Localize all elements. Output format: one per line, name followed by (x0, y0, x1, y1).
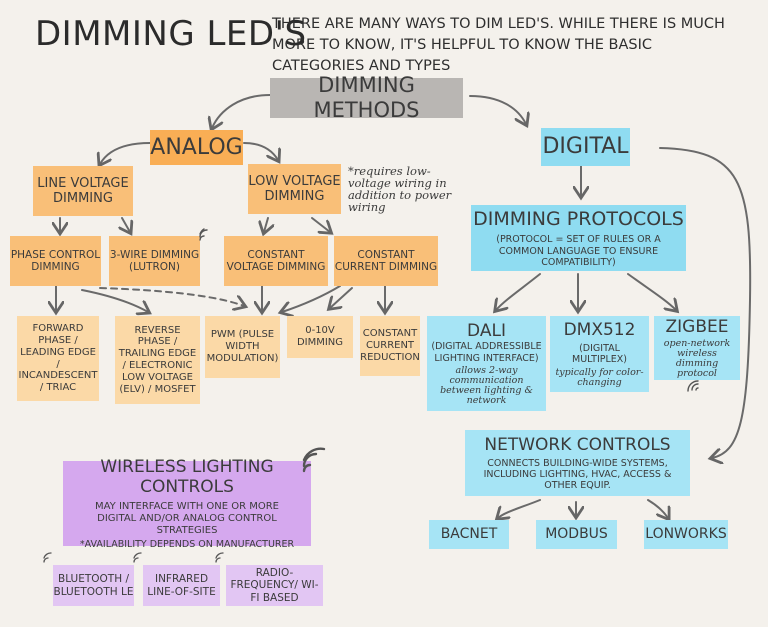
network-controls-subtitle: CONNECTS BUILDING-WIDE SYSTEMS, INCLUDIN… (483, 457, 672, 492)
dimming-protocols-subtitle: (PROTOCOL = SET OF RULES OR A COMMON LAN… (496, 234, 661, 268)
wireless-signal-icon (43, 552, 52, 563)
analog-label: ANALOG (150, 134, 243, 160)
constant-current-label: CONSTANT CURRENT DIMMING (334, 248, 438, 273)
page-title: DIMMING LED'S (35, 14, 307, 54)
digital-box: DIGITAL (541, 128, 630, 166)
zero-ten-label: 0-10V DIMMING (296, 325, 344, 348)
arrow-analog-line (100, 142, 151, 164)
phase-control-box: PHASE CONTROL DIMMING (10, 236, 101, 286)
forward-phase-label: FORWARD PHASE / LEADING EDGE / INCANDESC… (18, 323, 98, 394)
wireless-signal-icon (199, 228, 208, 241)
ccr-box: CONSTANT CURRENT REDUCTION (360, 316, 420, 376)
dali-note: allows 2-way communication between light… (440, 364, 533, 406)
dimming-methods-label: DIMMING METHODS (313, 73, 420, 122)
zigbee-title: ZIGBEE (665, 317, 729, 338)
infrared-box: INFRARED LINE-OF-SITE (143, 565, 220, 606)
bacnet-label: BACNET (440, 526, 498, 543)
wireless-title: WIRELESS LIGHTING CONTROLS (100, 457, 274, 498)
reverse-phase-box: REVERSE PHASE / TRAILING EDGE / ELECTRON… (115, 316, 200, 404)
arrow-cc-010 (330, 287, 353, 308)
three-wire-label: 3-WIRE DIMMING (LUTRON) (109, 248, 200, 273)
line-voltage-label: LINE VOLTAGE DIMMING (37, 175, 129, 206)
arrow-methods-analog (212, 94, 271, 128)
constant-current-box: CONSTANT CURRENT DIMMING (334, 236, 438, 286)
radio-frequency-label: RADIO-FREQUENCY/ WI-FI BASED (230, 566, 319, 604)
dali-box: DALI (DIGITAL ADDRESSIBLE LIGHTING INTER… (427, 316, 546, 411)
network-controls-box: NETWORK CONTROLS CONNECTS BUILDING-WIDE … (465, 430, 690, 496)
bluetooth-label: BLUETOOTH / BLUETOOTH LE (53, 573, 134, 598)
lonworks-label: LONWORKS (645, 526, 727, 543)
arrow-digital-network (659, 147, 752, 458)
arrow-line-3wire (122, 217, 130, 232)
zigbee-box: ZIGBEE open-network wireless dimming pro… (654, 316, 740, 380)
arrow-analog-low (243, 142, 278, 160)
ccr-label: CONSTANT CURRENT REDUCTION (360, 328, 420, 363)
constant-voltage-box: CONSTANT VOLTAGE DIMMING (224, 236, 328, 286)
arrow-protocols-dali (496, 273, 541, 310)
arrow-cc-pwm (282, 285, 341, 312)
three-wire-box: 3-WIRE DIMMING (LUTRON) (109, 236, 200, 286)
wireless-subtitle: MAY INTERFACE WITH ONE OR MORE DIGITAL A… (94, 501, 280, 536)
arrow-network-lonworks (647, 499, 668, 518)
dmx512-title: DMX512 (563, 319, 636, 340)
low-voltage-note: *requires low-voltage wiring in addition… (348, 164, 452, 215)
bluetooth-box: BLUETOOTH / BLUETOOTH LE (53, 565, 134, 606)
network-controls-title: NETWORK CONTROLS (484, 434, 671, 455)
modbus-box: MODBUS (536, 520, 617, 549)
zero-ten-box: 0-10V DIMMING (287, 316, 353, 358)
dmx512-subtitle: (DIGITAL MULTIPLEX) (572, 342, 627, 366)
analog-box: ANALOG (150, 130, 243, 165)
wireless-signal-icon (215, 552, 224, 563)
wireless-controls-box: WIRELESS LIGHTING CONTROLS MAY INTERFACE… (63, 457, 311, 550)
digital-label: DIGITAL (542, 134, 629, 160)
line-voltage-box: LINE VOLTAGE DIMMING (33, 166, 133, 216)
dimming-protocols-title: DIMMING PROTOCOLS (473, 207, 684, 230)
arrow-network-bacnet (498, 499, 541, 518)
wireless-availability: *AVAILABILITY DEPENDS ON MANUFACTURER (79, 538, 295, 550)
arrow-low-cv (264, 217, 268, 232)
radio-frequency-box: RADIO-FREQUENCY/ WI-FI BASED (226, 565, 323, 606)
forward-phase-box: FORWARD PHASE / LEADING EDGE / INCANDESC… (17, 316, 99, 401)
dmx512-box: DMX512 (DIGITAL MULTIPLEX) typically for… (550, 316, 649, 392)
infrared-label: INFRARED LINE-OF-SITE (147, 573, 216, 598)
pwm-box: PWM (PULSE WIDTH MODULATION) (205, 316, 280, 378)
bacnet-box: BACNET (429, 520, 509, 549)
arrow-phase-reverse (81, 289, 148, 312)
lonworks-box: LONWORKS (644, 520, 728, 549)
intro-text: THERE ARE MANY WAYS TO DIM LED'S. WHILE … (272, 16, 725, 75)
low-voltage-label: LOW VOLTAGE DIMMING (248, 173, 341, 204)
wireless-signal-icon (133, 552, 142, 563)
pwm-label: PWM (PULSE WIDTH MODULATION) (206, 329, 279, 364)
dimming-protocols-box: DIMMING PROTOCOLS (PROTOCOL = SET OF RUL… (471, 205, 686, 271)
wireless-signal-icon (302, 447, 326, 473)
reverse-phase-label: REVERSE PHASE / TRAILING EDGE / ELECTRON… (118, 324, 197, 395)
dimming-methods-box: DIMMING METHODS (270, 73, 463, 122)
arrow-phase-pwm-dashed (99, 287, 244, 306)
dali-title: DALI (467, 321, 506, 342)
dmx512-note: typically for color-changing (555, 367, 644, 389)
wireless-signal-icon (687, 380, 699, 392)
phase-control-label: PHASE CONTROL DIMMING (10, 248, 101, 273)
arrow-methods-digital (469, 95, 526, 124)
dali-subtitle: (DIGITAL ADDRESSIBLE LIGHTING INTERFACE) (431, 341, 542, 364)
constant-voltage-label: CONSTANT VOLTAGE DIMMING (226, 248, 326, 273)
zigbee-note: open-network wireless dimming protocol (663, 338, 731, 379)
low-voltage-box: LOW VOLTAGE DIMMING (248, 164, 341, 214)
modbus-label: MODBUS (545, 526, 608, 543)
arrow-protocols-zigbee (627, 273, 676, 310)
arrow-low-cc (311, 217, 330, 232)
